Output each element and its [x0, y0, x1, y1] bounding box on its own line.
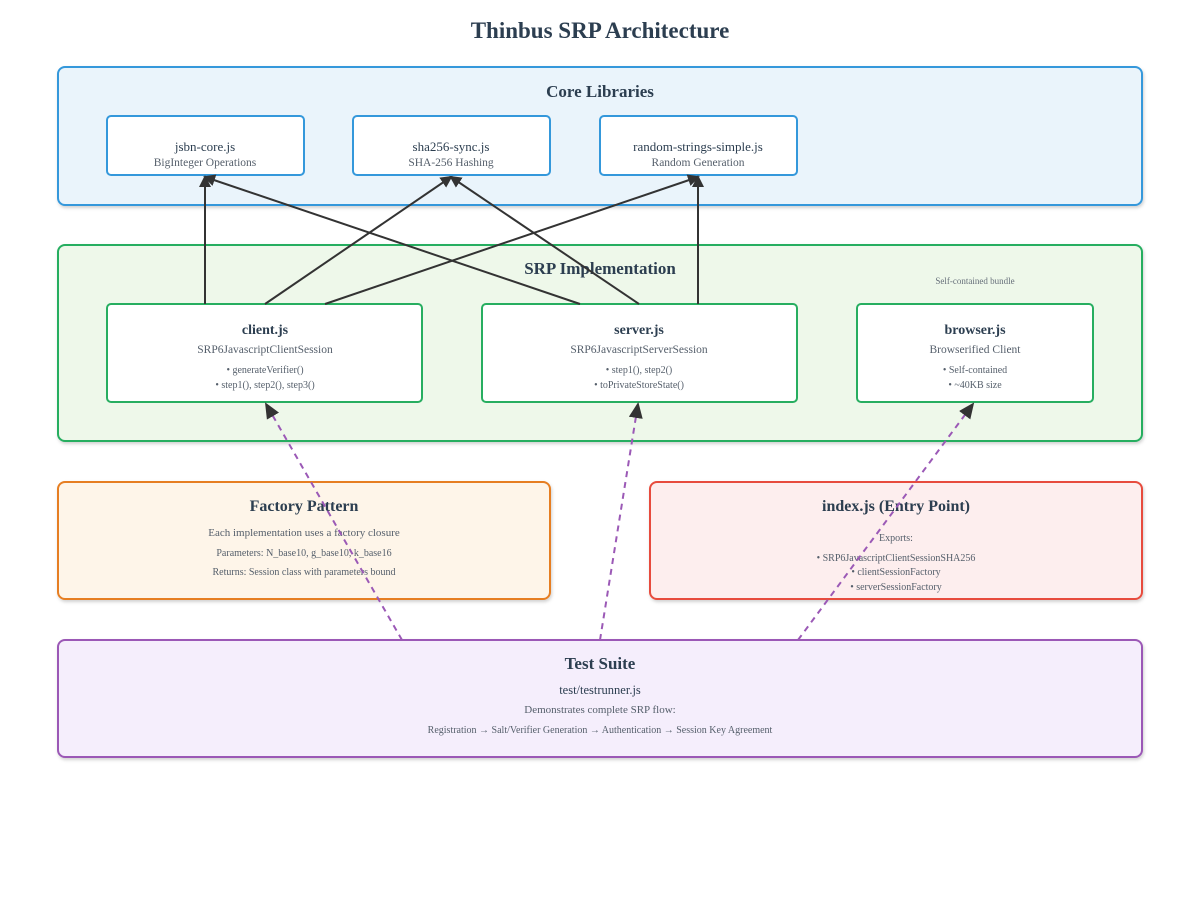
test-suite-line: Demonstrates complete SRP flow:	[524, 704, 675, 716]
test-suite-file: test/testrunner.js	[559, 683, 641, 697]
lib-sha256-sync-box	[352, 115, 551, 176]
core-libraries-title: Core Libraries	[546, 82, 654, 101]
srp-implementation-group: SRP Implementation Self-contained bundle…	[57, 244, 1143, 442]
test-suite-group: Test Suite test/testrunner.js Demonstrat…	[57, 639, 1143, 758]
lib-sha256-sync-name: sha256-sync.js	[413, 139, 490, 154]
client-js-name: client.js	[242, 323, 289, 338]
browser-js-item: • Self-contained	[943, 365, 1007, 376]
browser-js-class: Browserified Client	[929, 344, 1021, 356]
index-entry-group: index.js (Entry Point) Exports: • SRP6Ja…	[649, 481, 1143, 600]
client-js-item: • generateVerifier()	[226, 365, 303, 376]
arrow-client-to-random	[324, 174, 700, 305]
lib-jsbn-core: jsbn-core.js BigInteger Operations	[106, 115, 305, 176]
dependency-arrows	[199, 174, 704, 305]
factory-pattern-container	[57, 481, 551, 600]
client-js-class: SRP6JavascriptClientSession	[197, 344, 333, 356]
srp-implementation-title: SRP Implementation	[524, 259, 676, 278]
arrow-client-to-sha256	[264, 175, 453, 305]
factory-pattern-title: Factory Pattern	[250, 498, 359, 515]
index-export-item: • clientSessionFactory	[851, 567, 940, 578]
srp-bundle-note: Self-contained bundle	[935, 276, 1014, 286]
page-title: Thinbus SRP Architecture	[471, 18, 730, 43]
server-js-rect	[481, 303, 798, 403]
browser-js-name: browser.js	[944, 323, 1006, 338]
client-js-box: client.js SRP6JavascriptClientSession • …	[106, 303, 423, 403]
client-js-rect	[106, 303, 423, 403]
lib-jsbn-core-desc: BigInteger Operations	[154, 157, 257, 169]
lib-random-strings: random-strings-simple.js Random Generati…	[599, 115, 798, 176]
lib-sha256-sync-desc: SHA-256 Hashing	[408, 157, 494, 169]
browser-js-box: browser.js Browserified Client • Self-co…	[856, 303, 1094, 403]
arrow-test-to-server	[599, 402, 643, 641]
client-js-item: • step1(), step2(), step3()	[215, 380, 314, 391]
server-js-item: • toPrivateStoreState()	[594, 380, 684, 391]
lib-jsbn-core-name: jsbn-core.js	[174, 139, 235, 154]
server-js-item: • step1(), step2()	[606, 365, 673, 376]
test-suite-title: Test Suite	[565, 654, 636, 673]
factory-pattern-line: Parameters: N_base10, g_base10, k_base16	[216, 548, 391, 559]
factory-pattern-group: Factory Pattern Each implementation uses…	[57, 481, 551, 600]
browser-js-item: • ~40KB size	[948, 380, 1002, 391]
lib-random-strings-desc: Random Generation	[652, 157, 745, 169]
index-export-item: • SRP6JavascriptClientSessionSHA256	[817, 553, 976, 564]
arrow-test-to-browser	[797, 402, 975, 641]
test-suite-flow: Registration → Salt/Verifier Generation …	[428, 725, 773, 736]
arrow-server-to-jsbn	[203, 174, 581, 305]
core-libraries-group: Core Libraries jsbn-core.js BigInteger O…	[57, 66, 1143, 206]
index-exports-label: Exports:	[879, 533, 913, 544]
arrow-test-to-client	[265, 402, 403, 641]
factory-pattern-line: Each implementation uses a factory closu…	[208, 527, 400, 539]
server-js-class: SRP6JavascriptServerSession	[570, 344, 708, 356]
index-entry-container	[649, 481, 1143, 600]
test-arrows	[265, 402, 975, 641]
arrow-server-to-sha256	[449, 175, 640, 305]
server-js-name: server.js	[614, 323, 664, 338]
index-export-item: • serverSessionFactory	[850, 582, 942, 593]
lib-sha256-sync: sha256-sync.js SHA-256 Hashing	[352, 115, 551, 176]
lib-random-strings-name: random-strings-simple.js	[633, 139, 763, 154]
browser-js-rect	[856, 303, 1094, 403]
factory-pattern-line: Returns: Session class with parameters b…	[212, 567, 395, 578]
server-js-box: server.js SRP6JavascriptServerSession • …	[481, 303, 798, 403]
